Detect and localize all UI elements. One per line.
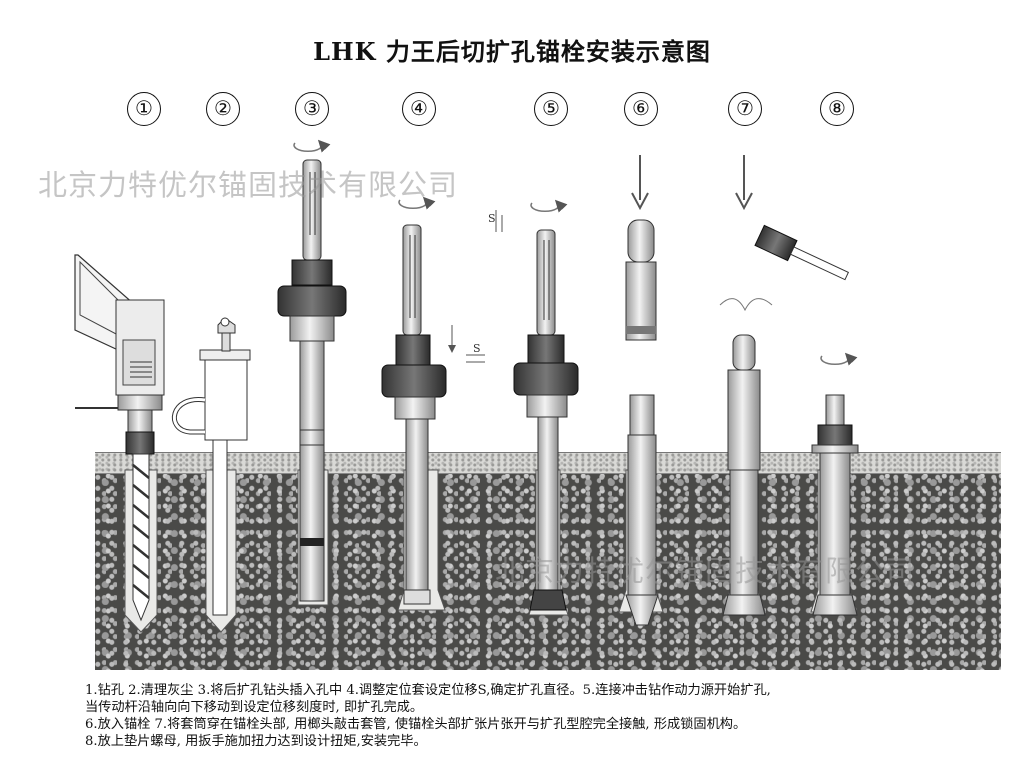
- diagram-title: LHK 力王后切扩孔锚栓安装示意图: [313, 37, 711, 66]
- nut-tightening-step: [811, 352, 859, 616]
- step-number-3: ③: [295, 92, 329, 126]
- undercut-drill-bit: [277, 139, 347, 602]
- hammer-setting-step: [719, 155, 850, 616]
- step-number-1: ①: [127, 92, 161, 126]
- caption-line-2: 当传动杆沿轴向向下移动到设定位移刻度时, 即扩孔完成。: [85, 700, 424, 715]
- step-number-7: ⑦: [728, 92, 762, 126]
- displacement-label-s-step4: S: [473, 342, 481, 355]
- undercut-drill-set: S: [381, 196, 485, 605]
- step-number-5: ⑤: [534, 92, 568, 126]
- caption-line-4: 8.放上垫片螺母, 用扳手施加扭力达到设计扭矩,安装完毕。: [85, 734, 427, 749]
- dust-blower-tool: [171, 317, 251, 616]
- watermark-top: 北京力特优尔锚固技术有限公司: [38, 168, 459, 202]
- step-number-4: ④: [402, 92, 436, 126]
- step-number-6: ⑥: [624, 92, 658, 126]
- caption-line-1: 1.钻孔 2.清理灰尘 3.将后扩孔钻头插入孔中 4.调整定位套设定位移S,确定…: [85, 683, 771, 698]
- step-number-2: ②: [206, 92, 240, 126]
- anchor-bolt-inserting: [625, 155, 659, 626]
- undercut-drill-expanding: S: [488, 199, 579, 611]
- hammer-icon: [754, 224, 850, 281]
- step-number-8: ⑧: [820, 92, 854, 126]
- installation-caption: 1.钻孔 2.清理灰尘 3.将后扩孔钻头插入孔中 4.调整定位套设定位移S,确定…: [85, 682, 1015, 750]
- watermark-bottom: 北京力特优尔锚固技术有限公司: [495, 554, 916, 588]
- drill-tool: [74, 254, 165, 622]
- displacement-label-s-step5: S: [488, 212, 496, 225]
- caption-line-3: 6.放入锚栓 7.将套筒穿在锚栓头部, 用榔头敲击套管, 使锚栓头部扩张片张开与…: [85, 717, 747, 732]
